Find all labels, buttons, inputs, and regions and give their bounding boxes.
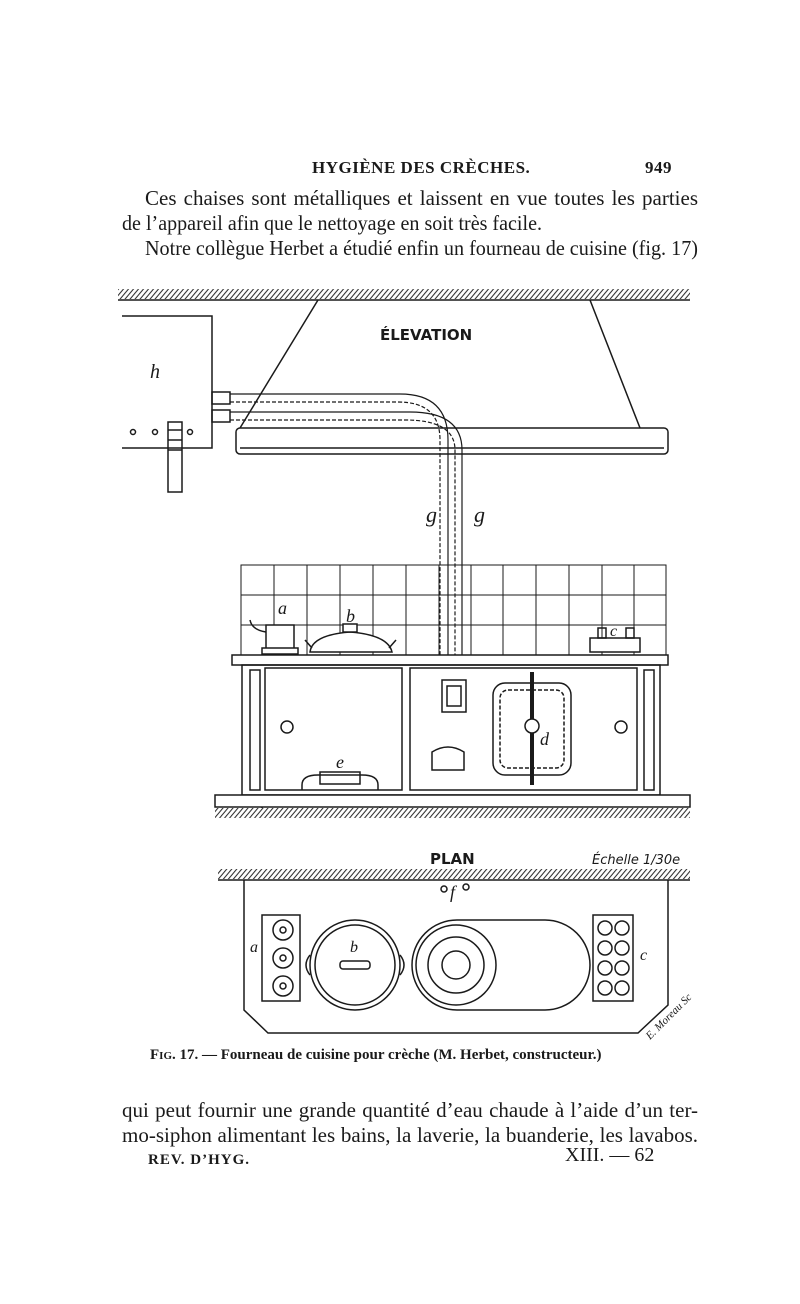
hood [235,299,669,455]
plan-a [261,914,301,1002]
running-title: HYGIÈNE DES CRÈCHES. [312,158,531,177]
label-plan-a: a [250,939,258,956]
ceiling-hatch [118,289,690,299]
text-line: Notre collègue Herbet a étudié enfin un … [145,236,699,260]
footer-volume-signature: XIII. — 62 [565,1144,655,1166]
label-h: h [150,361,160,383]
caption-fig-number: Fig. 17. [150,1047,199,1063]
label-plan-f: f [450,882,458,902]
text-line: qui peut fournir une grande quantité d’e… [122,1098,699,1122]
footer-journal: REV. D’HYG. [148,1152,250,1168]
plan-title: PLAN [430,850,475,868]
plan-wall-hatch [218,869,690,879]
label-a: a [278,598,287,618]
plan-c [592,914,634,1002]
burners-c [589,627,641,653]
plan-oven [411,919,591,1011]
caption-text: — Fourneau de cuisine pour crèche (M. He… [202,1047,602,1063]
pipes-g [230,393,463,655]
plan-outline [243,880,669,1034]
label-g: g [426,502,437,527]
ash-door-e [301,774,379,790]
text-line: de l’appareil afin que le nettoyage en s… [122,211,542,235]
pot-a [249,619,299,655]
label-b: b [346,606,355,626]
boiler-h [122,315,231,493]
figure-caption: Fig. 17. — Fourneau de cuisine pour crèc… [150,1047,602,1064]
text-line: mo-siphon alimentant les bains, la laver… [122,1123,699,1147]
stove-body [231,654,669,808]
elevation-title: ÉLEVATION [380,325,472,344]
label-d: d [540,729,550,749]
pot-b [304,623,397,653]
page-number: 949 [645,158,672,177]
label-e: e [336,752,344,772]
label-c: c [610,623,617,640]
label-g: g [474,502,485,527]
floor-hatch [215,808,690,818]
label-plan-c: c [640,947,647,964]
plan-b [305,919,405,1011]
text-line: Ces chaises sont métalliques et laissent… [145,186,699,210]
scale-label: Échelle 1/30e [592,852,680,868]
label-plan-b: b [350,939,358,956]
